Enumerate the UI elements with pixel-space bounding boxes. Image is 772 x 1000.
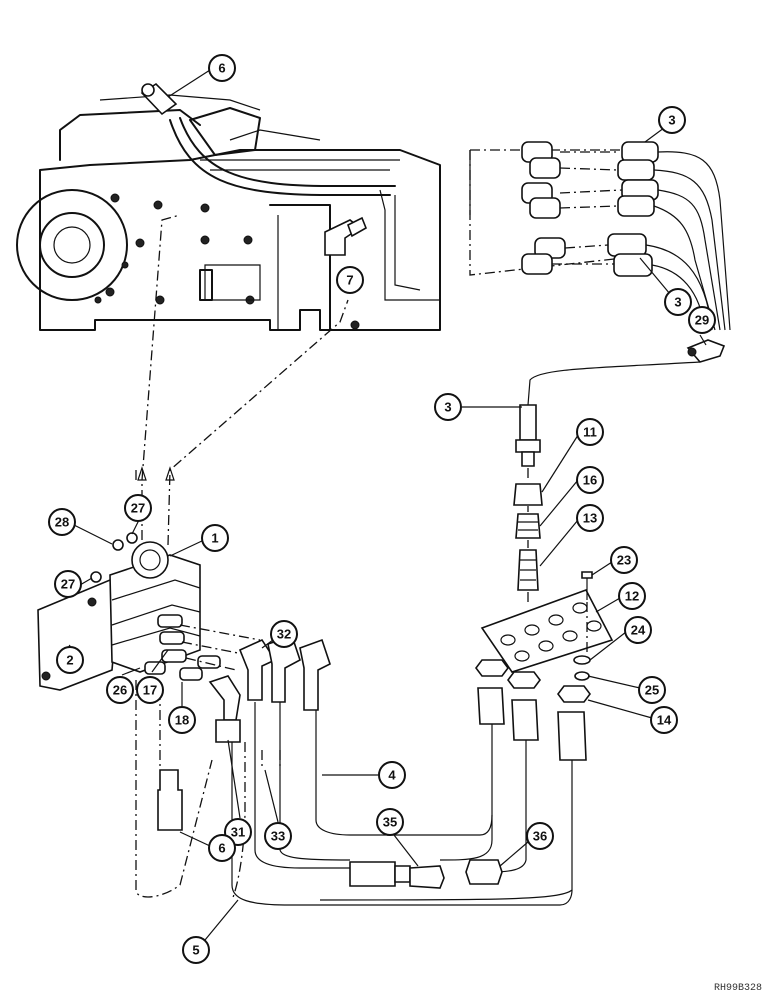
callout-33: 33 (264, 822, 292, 850)
svg-text:3: 3 (668, 113, 675, 128)
svg-text:16: 16 (583, 473, 597, 488)
mounting-plate-part-12 (480, 571, 614, 681)
svg-text:24: 24 (631, 623, 646, 638)
svg-text:13: 13 (583, 511, 597, 526)
callout-7: 7 (336, 266, 364, 294)
callout-1: 1 (201, 524, 229, 552)
callout-32: 32 (270, 620, 298, 648)
svg-text:27: 27 (131, 501, 145, 516)
callout-2: 2 (56, 646, 84, 674)
svg-text:7: 7 (346, 273, 353, 288)
svg-text:23: 23 (617, 553, 631, 568)
coupler-part-6-top (140, 82, 178, 116)
svg-text:1: 1 (211, 531, 218, 546)
callout-3-left: 3 (434, 393, 462, 421)
callout-11: 11 (576, 418, 604, 446)
callout-36: 36 (526, 822, 554, 850)
callout-29: 29 (688, 306, 716, 334)
callout-14: 14 (650, 706, 678, 734)
callout-17: 17 (136, 676, 164, 704)
svg-text:14: 14 (657, 713, 672, 728)
coupler-bank (469, 141, 731, 406)
svg-text:18: 18 (175, 713, 189, 728)
svg-text:6: 6 (218, 841, 225, 856)
svg-text:35: 35 (383, 815, 397, 830)
svg-text:36: 36 (533, 829, 547, 844)
svg-text:32: 32 (277, 627, 291, 642)
callout-5: 5 (182, 936, 210, 964)
callout-25: 25 (638, 676, 666, 704)
coupler-stack (513, 404, 543, 605)
callout-28: 28 (48, 508, 76, 536)
svg-text:28: 28 (55, 515, 69, 530)
bulkhead-fittings (319, 659, 591, 901)
svg-text:2: 2 (66, 653, 73, 668)
callout-26: 26 (106, 676, 134, 704)
callout-leaders (59, 69, 707, 941)
callout-6-bottom: 6 (208, 834, 236, 862)
svg-text:12: 12 (625, 589, 639, 604)
callout-13: 13 (576, 504, 604, 532)
svg-text:5: 5 (192, 943, 199, 958)
reference-code: RH99B328 (713, 983, 762, 994)
callout-35: 35 (376, 808, 404, 836)
tractor-housing (16, 94, 441, 331)
svg-text:33: 33 (271, 829, 285, 844)
svg-text:3: 3 (674, 295, 681, 310)
svg-text:3: 3 (444, 400, 451, 415)
hose-loops (135, 680, 573, 906)
callout-3-mid: 3 (664, 288, 692, 316)
svg-text:27: 27 (61, 577, 75, 592)
svg-text:26: 26 (113, 683, 127, 698)
svg-text:31: 31 (231, 825, 245, 840)
svg-text:6: 6 (218, 61, 225, 76)
svg-text:17: 17 (143, 683, 157, 698)
svg-text:25: 25 (645, 683, 659, 698)
small-nuts (90, 532, 138, 583)
callout-3-top: 3 (658, 106, 686, 134)
svg-text:11: 11 (583, 425, 597, 440)
callout-4: 4 (378, 761, 406, 789)
remote-valve-block (37, 541, 331, 743)
callout-24: 24 (624, 616, 652, 644)
callout-27-a: 27 (124, 494, 152, 522)
callout-27-b: 27 (54, 570, 82, 598)
svg-text:29: 29 (695, 313, 709, 328)
callout-16: 16 (576, 466, 604, 494)
svg-text:4: 4 (388, 768, 396, 783)
callout-18: 18 (168, 706, 196, 734)
callout-12: 12 (618, 582, 646, 610)
callout-6-top: 6 (208, 54, 236, 82)
callout-23: 23 (610, 546, 638, 574)
